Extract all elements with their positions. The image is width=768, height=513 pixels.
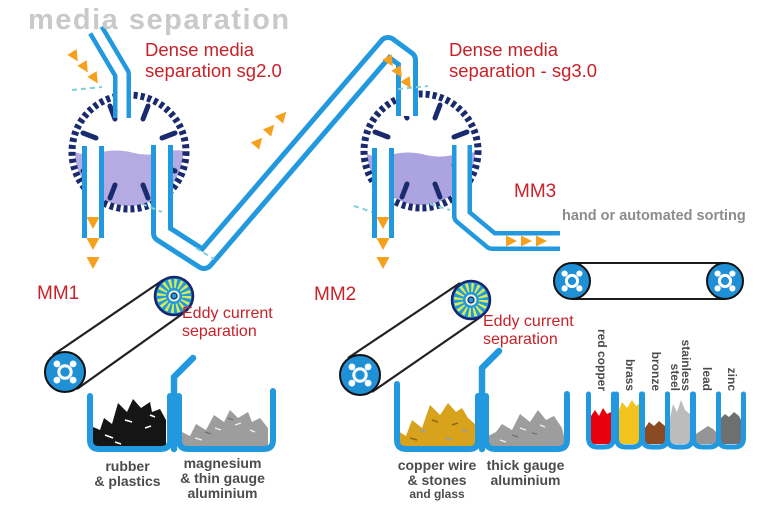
magnesium-pile-speckles (194, 417, 256, 441)
red-copper-bin-wall (586, 391, 616, 450)
chute-arrows-up (250, 111, 287, 150)
magnesium-label: magnesium & thin gauge aluminium (180, 455, 265, 501)
bronze-label: bronze (648, 351, 663, 391)
mm2-label: MM2 (314, 284, 357, 305)
inclined-chute-to-drum-2 (151, 35, 418, 271)
mm3-arrows-right (506, 235, 547, 247)
mm1-eddy-rotor (153, 275, 195, 317)
brass-label: brass (622, 358, 637, 391)
red-copper-label: red copper (594, 328, 609, 391)
page-title: media separation (28, 4, 291, 36)
red-copper-content (591, 408, 611, 444)
mm2-eddy-conveyor (339, 279, 492, 396)
feed-arrows-drum-1 (67, 49, 98, 84)
copper-wire-label: copper wire & stones (397, 457, 477, 488)
rubber-pile-speckles (104, 414, 156, 445)
sink-arrows-drum-1 (86, 217, 100, 269)
sink-arrows-drum-2 (376, 217, 390, 269)
feed-arrows-drum-2 (382, 54, 411, 89)
zinc-label: zinc (724, 367, 739, 391)
zinc-bin-wall (716, 391, 746, 450)
sorting-label: hand or automated sorting (562, 208, 746, 224)
sorting-pulley-right (706, 262, 744, 300)
feed-chute-drum-1 (88, 25, 131, 118)
sorting-pulley-left (553, 262, 591, 300)
mm3-label: MM3 (514, 181, 557, 202)
bronze-content (645, 421, 665, 444)
level-marks (71, 85, 451, 260)
eddy-current-label-2: Eddy current separation (483, 313, 574, 348)
stainless-content (670, 400, 690, 444)
flow-arrows (67, 49, 547, 269)
mm1-bins (87, 354, 276, 453)
rubber-plastics-label: rubber & plastics (94, 458, 161, 489)
drum-2-ring (360, 90, 482, 212)
rubber-plastics-pile (93, 399, 166, 449)
copper-wire-bin-wall (394, 381, 481, 452)
thick-gauge-bin-wall (483, 391, 570, 452)
lead-content (696, 426, 716, 444)
magnesium-bin-wall (176, 388, 276, 452)
copper-pile-speckles (409, 419, 468, 441)
mm2-splitter-wall (478, 347, 503, 453)
mm2-tail-pulley (339, 354, 381, 396)
eddy-current-label-1: Eddy current separation (182, 305, 273, 340)
thick-gauge-pile-speckles (499, 424, 546, 443)
mm1-label: MM1 (37, 283, 80, 304)
brass-content (619, 400, 639, 444)
lead-label: lead (699, 366, 714, 391)
stainless-steel-label: stainless steel (668, 339, 693, 391)
thick-gauge-label: thick gauge aluminium (486, 457, 565, 488)
mm1-splitter-wall (170, 354, 197, 453)
mm1-eddy-conveyor (44, 275, 195, 393)
copper-wire-pile (398, 403, 475, 449)
magnesium-pile (182, 410, 268, 449)
mm2-bins (394, 347, 570, 453)
rubber-plastics-bin-wall (87, 393, 173, 452)
copper-wire-sublabel: and glass (409, 487, 465, 501)
zinc-content (721, 412, 741, 444)
sorting-conveyor (553, 262, 744, 300)
sorted-metal-bins (586, 391, 746, 450)
mm1-tail-pulley (44, 351, 86, 393)
mm2-eddy-rotor (450, 279, 492, 321)
dense-media-sg3-label: Dense media separation - sg3.0 (449, 39, 598, 81)
dense-media-sg2-label: Dense media separation sg2.0 (145, 39, 282, 81)
